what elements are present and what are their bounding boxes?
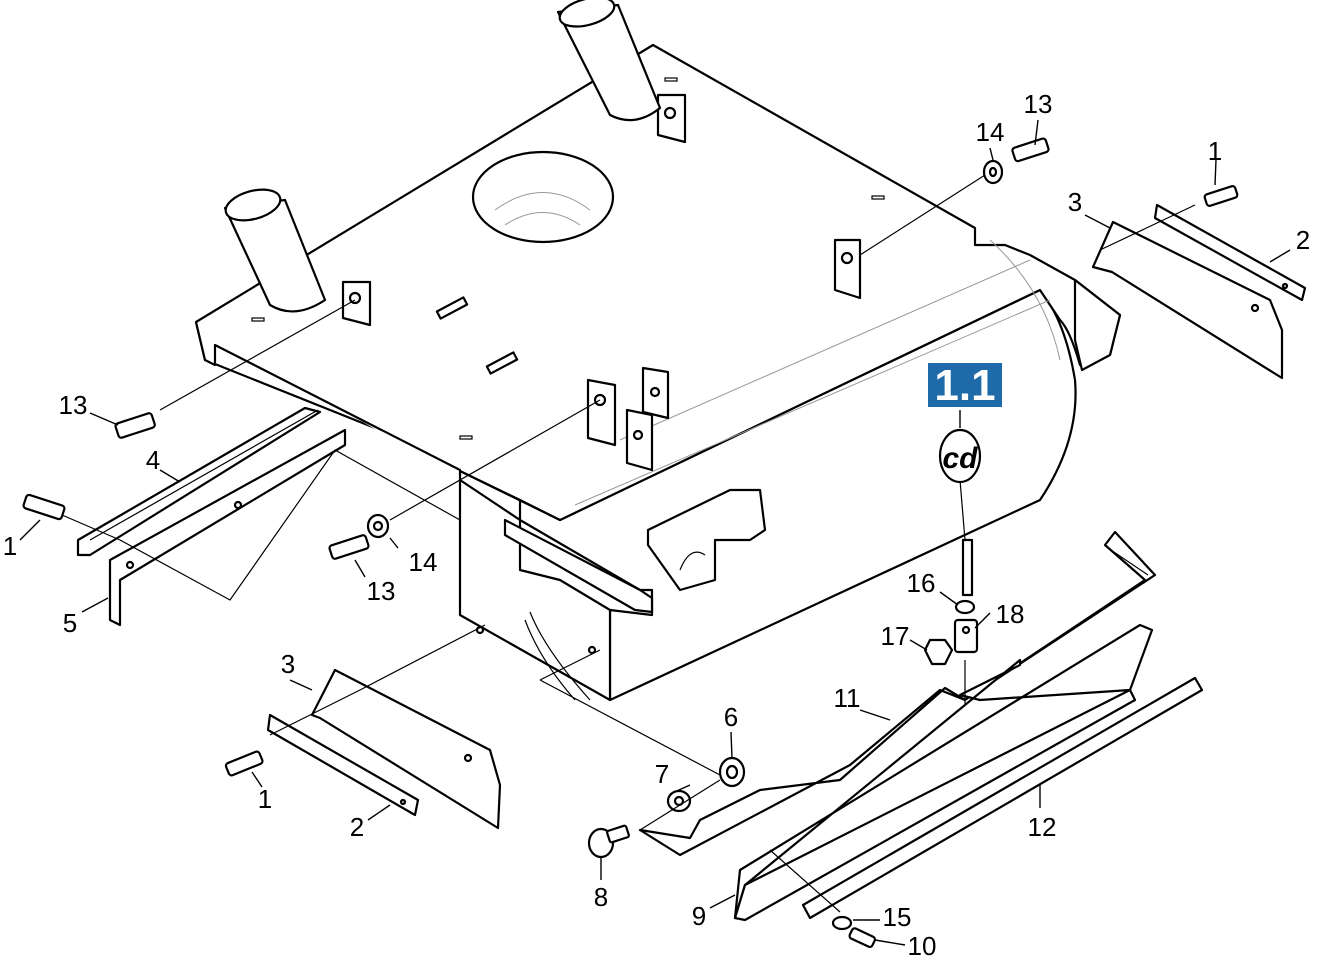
bolt-13-top [1011, 137, 1050, 163]
callout-17: 17 [881, 621, 910, 651]
callout-9: 9 [692, 901, 706, 931]
bolt-1-top-right [1203, 185, 1239, 207]
callout-8: 8 [594, 882, 608, 912]
strip-bottom-left [266, 713, 420, 817]
lockwasher-15 [831, 915, 853, 931]
callout-1-left: 1 [3, 531, 17, 561]
panel-left-5 [108, 428, 347, 627]
callout-12: 12 [1028, 812, 1057, 842]
bolt-10 [848, 927, 877, 949]
code-badge: cd [938, 428, 982, 484]
callout-18: 18 [996, 599, 1025, 629]
washer-6 [718, 756, 746, 788]
callout-14-middle: 14 [409, 547, 438, 577]
leader-lines [19, 119, 1291, 946]
bolt-1-bottom-left [224, 750, 264, 777]
callout-7: 7 [655, 759, 669, 789]
rail-11 [638, 530, 1157, 857]
bolt-1-left [22, 493, 66, 521]
callout-5: 5 [63, 608, 77, 638]
nut-16 [954, 599, 976, 615]
reference-badge-label: 1.1 [934, 361, 995, 410]
callout-3-top-right: 3 [1068, 187, 1082, 217]
strip-right [1153, 203, 1307, 302]
reference-badge[interactable]: 1.1 [928, 361, 1002, 410]
bolt-13-left [114, 412, 156, 439]
callout-2-top-right: 2 [1296, 225, 1310, 255]
inlet-tube-right [556, 0, 662, 122]
strip-left-4 [76, 406, 322, 557]
side-panel-right [1091, 220, 1284, 380]
strip-12 [801, 676, 1204, 920]
side-panel-bottom-left [310, 668, 502, 830]
washer-14-middle [366, 513, 390, 539]
washer-14-top [982, 159, 1004, 185]
callout-6: 6 [724, 702, 738, 732]
code-badge-label: cd [942, 442, 978, 475]
callout-3-bottom-left: 3 [281, 649, 295, 679]
callout-4: 4 [146, 445, 160, 475]
housing [194, 43, 1122, 702]
clip-17 [923, 638, 954, 666]
callout-15: 15 [883, 902, 912, 932]
callout-1-top-right: 1 [1208, 136, 1222, 166]
callout-labels: 13 14 1 3 2 13 4 1 5 14 13 16 18 17 3 1 … [3, 89, 1310, 961]
callout-13-left: 13 [59, 390, 88, 420]
callout-2-bottom-left: 2 [350, 812, 364, 842]
callout-13-middle: 13 [367, 576, 396, 606]
callout-10: 10 [908, 931, 937, 961]
bolt-8 [587, 824, 630, 859]
callout-16: 16 [907, 568, 936, 598]
clevis-18 [953, 618, 979, 654]
threaded-rod [961, 538, 974, 597]
callout-11: 11 [834, 683, 861, 713]
callout-1-bottom-left: 1 [258, 784, 272, 814]
inlet-tube-left [223, 188, 327, 313]
bolt-13-middle [328, 534, 370, 560]
panel-9 [733, 623, 1154, 922]
callout-13-top: 13 [1024, 89, 1053, 119]
callout-14-top: 14 [976, 117, 1005, 147]
